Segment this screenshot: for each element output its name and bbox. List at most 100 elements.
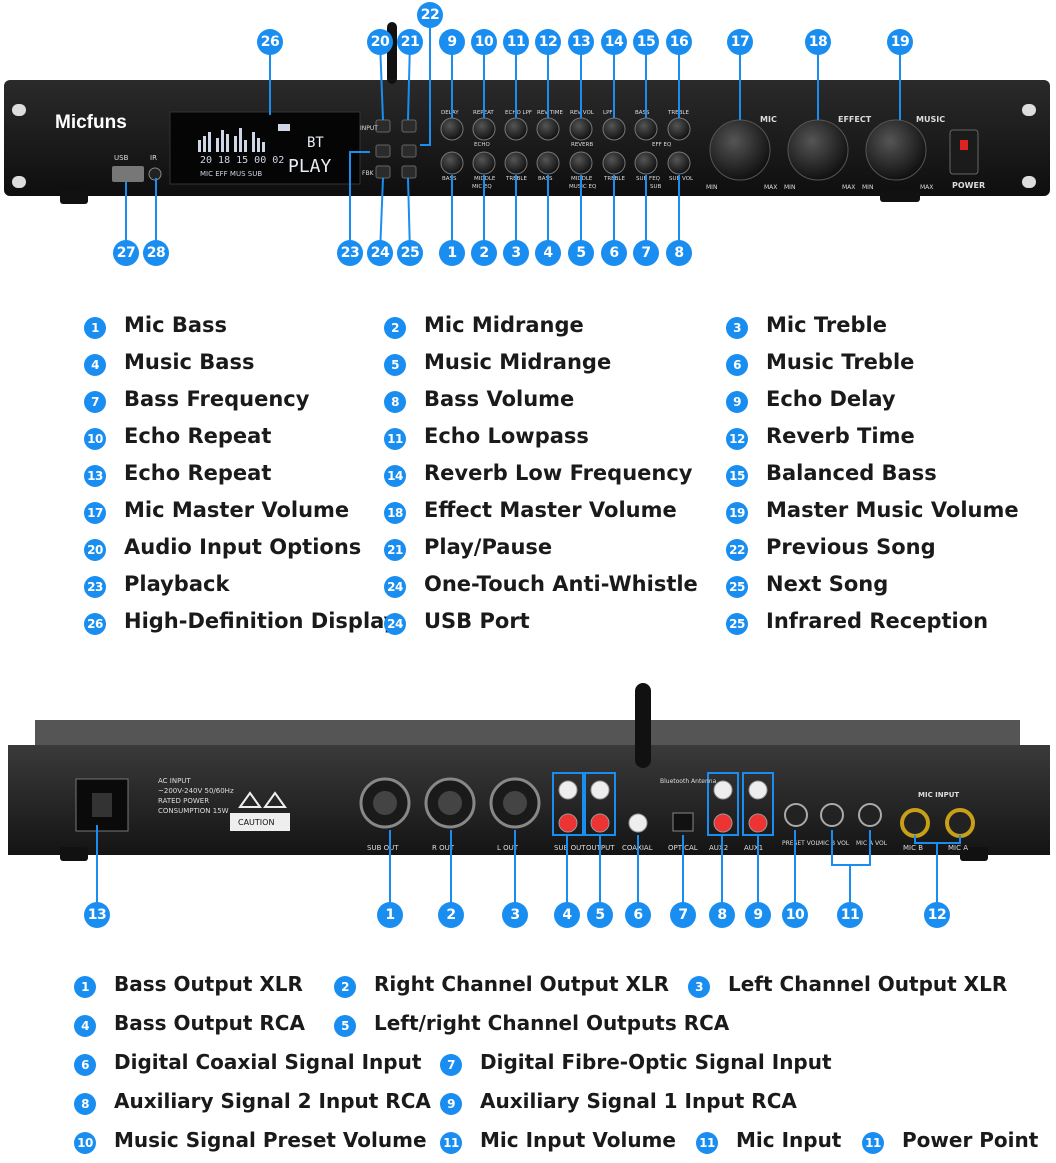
callout-badge: 26 xyxy=(257,29,283,55)
legend-badge: 6 xyxy=(726,354,748,376)
legend-item: Digital Coaxial Signal Input xyxy=(114,1050,422,1074)
legend-item: USB Port xyxy=(424,609,530,633)
svg-text:MIC B: MIC B xyxy=(903,844,923,852)
legend-item: Bass Volume xyxy=(424,387,575,411)
svg-text:MAX: MAX xyxy=(764,184,777,191)
callout-badge: 19 xyxy=(887,29,913,55)
legend-item: Bass Frequency xyxy=(124,387,310,411)
svg-text:20 18 15 00 02: 20 18 15 00 02 xyxy=(200,155,284,166)
svg-text:REV VOL: REV VOL xyxy=(570,110,595,116)
callout-badge: 2 xyxy=(438,902,464,928)
svg-text:FBK: FBK xyxy=(362,170,375,177)
legend-item: Previous Song xyxy=(766,535,936,559)
legend-badge: 8 xyxy=(384,391,406,413)
knob xyxy=(504,117,528,141)
callout-badge: 4 xyxy=(554,902,580,928)
callout-badge: 1 xyxy=(377,902,403,928)
legend-item: Music Treble xyxy=(766,350,915,374)
legend-item: Digital Fibre-Optic Signal Input xyxy=(480,1050,832,1074)
svg-text:AUX2: AUX2 xyxy=(709,844,728,852)
power-switch xyxy=(949,129,979,175)
legend-badge: 7 xyxy=(440,1054,462,1076)
legend-badge: 24 xyxy=(384,613,406,635)
legend-badge: 5 xyxy=(334,1015,356,1037)
brand-logo: Micfuns xyxy=(55,112,127,133)
rca-jack xyxy=(558,780,578,800)
legend-badge: 11 xyxy=(862,1132,884,1154)
callout-badge: 18 xyxy=(805,29,831,55)
legend-badge: 6 xyxy=(74,1054,96,1076)
callout-badge: 8 xyxy=(709,902,735,928)
callout-badge: 7 xyxy=(670,902,696,928)
callout-badge: 23 xyxy=(337,240,363,266)
callout-line xyxy=(379,41,384,121)
legend-item: Echo Repeat xyxy=(124,424,272,448)
callout-badge: 16 xyxy=(666,29,692,55)
callout-badge: 27 xyxy=(113,240,139,266)
transport-buttons xyxy=(375,119,417,179)
svg-text:MIN: MIN xyxy=(784,184,795,191)
legend-badge: 4 xyxy=(74,1015,96,1037)
callout-badge: 24 xyxy=(367,240,393,266)
usb-port xyxy=(112,166,144,182)
legend-item: Next Song xyxy=(766,572,889,596)
legend-badge: 26 xyxy=(84,613,106,635)
volume-knob xyxy=(709,119,771,181)
mic-jack xyxy=(900,808,930,838)
coaxial-jack xyxy=(628,813,648,833)
svg-text:SUB FEQ: SUB FEQ xyxy=(636,176,661,182)
svg-text:MUSIC: MUSIC xyxy=(916,115,945,124)
legend-badge: 22 xyxy=(726,539,748,561)
svg-text:LPF: LPF xyxy=(603,110,613,116)
legend-item: Playback xyxy=(124,572,230,596)
legend-item: Bass Output RCA xyxy=(114,1011,305,1035)
trim-knob xyxy=(820,803,844,827)
legend-item: Left/right Channel Outputs RCA xyxy=(374,1011,730,1035)
knob xyxy=(472,151,496,175)
legend-item: Music Bass xyxy=(124,350,255,374)
callout-badge: 14 xyxy=(601,29,627,55)
svg-text:ECHO: ECHO xyxy=(474,142,490,148)
legend-item: Music Midrange xyxy=(424,350,612,374)
legend-item: Audio Input Options xyxy=(124,535,362,559)
level-meter xyxy=(198,128,265,152)
svg-text:~200V-240V 50/60Hz: ~200V-240V 50/60Hz xyxy=(158,787,234,795)
knob xyxy=(440,117,464,141)
callout-badge: 6 xyxy=(625,902,651,928)
svg-text:CONSUMPTION 15W: CONSUMPTION 15W xyxy=(158,807,229,815)
legend-badge: 13 xyxy=(84,465,106,487)
callout-badge: 9 xyxy=(439,29,465,55)
callout-badge: 7 xyxy=(633,240,659,266)
svg-text:MIC A VOL: MIC A VOL xyxy=(856,840,888,847)
svg-text:ECHO LPF: ECHO LPF xyxy=(505,110,532,116)
callout-badge: 17 xyxy=(727,29,753,55)
svg-text:EFFECT: EFFECT xyxy=(838,115,872,124)
legend-item: High-Definition Display xyxy=(124,609,398,633)
svg-text:USB: USB xyxy=(114,154,129,162)
svg-text:BASS: BASS xyxy=(635,110,650,116)
svg-text:MIC A: MIC A xyxy=(948,844,968,852)
callout-line xyxy=(420,15,431,146)
legend-item: Echo Lowpass xyxy=(424,424,589,448)
legend-badge: 25 xyxy=(726,613,748,635)
svg-text:MAX: MAX xyxy=(842,184,855,191)
callout-badge: 28 xyxy=(143,240,169,266)
svg-text:PRESET VOL: PRESET VOL xyxy=(782,840,819,847)
legend-item: Reverb Time xyxy=(766,424,915,448)
svg-text:BASS: BASS xyxy=(442,176,457,182)
legend-badge: 9 xyxy=(726,391,748,413)
legend-item: Mic Treble xyxy=(766,313,887,337)
legend-badge: 1 xyxy=(84,317,106,339)
legend-badge: 18 xyxy=(384,502,406,524)
legend-item: Balanced Bass xyxy=(766,461,937,485)
rca-jack xyxy=(558,813,578,833)
svg-text:SUB VOL: SUB VOL xyxy=(669,176,694,182)
legend-item: Master Music Volume xyxy=(766,498,1019,522)
knob xyxy=(634,117,658,141)
svg-text:MUSIC EQ: MUSIC EQ xyxy=(569,184,597,190)
callout-badge: 21 xyxy=(397,29,423,55)
knob xyxy=(667,151,691,175)
legend-badge: 2 xyxy=(384,317,406,339)
knob xyxy=(602,151,626,175)
svg-text:POWER: POWER xyxy=(952,181,985,190)
